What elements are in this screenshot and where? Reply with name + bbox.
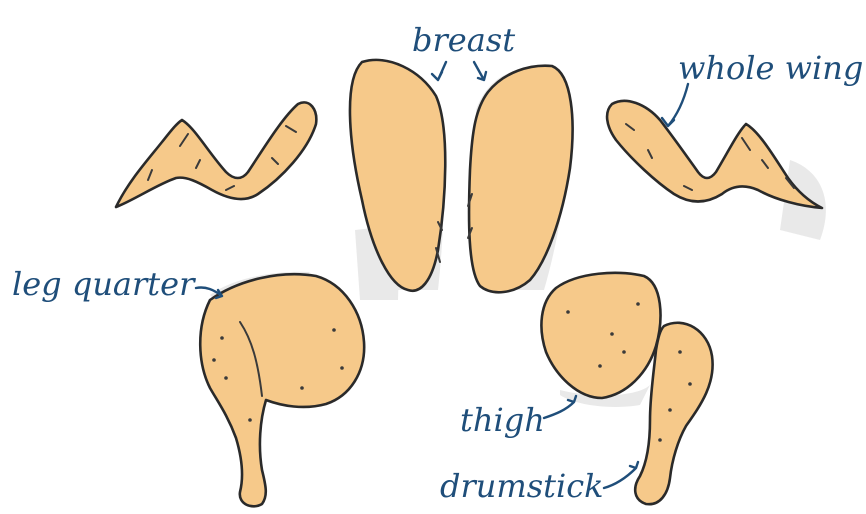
leg-quarter-label: leg quarter (12, 268, 194, 300)
left-wing (116, 102, 316, 207)
right-breast (468, 66, 573, 293)
right-wing (607, 101, 822, 208)
thigh (541, 273, 660, 398)
drumstick-label: drumstick (440, 470, 604, 502)
leg-quarter (200, 274, 364, 506)
breast-label: breast (412, 24, 515, 56)
whole-wing-arrow (662, 84, 688, 126)
breast-arrow-left (432, 62, 446, 80)
drumstick-arrow (604, 462, 638, 488)
leg-quarter-arrow (196, 287, 222, 298)
whole-wing-label: whole wing (678, 52, 863, 84)
breast-arrow-right (474, 62, 486, 80)
thigh-label: thigh (460, 404, 545, 436)
